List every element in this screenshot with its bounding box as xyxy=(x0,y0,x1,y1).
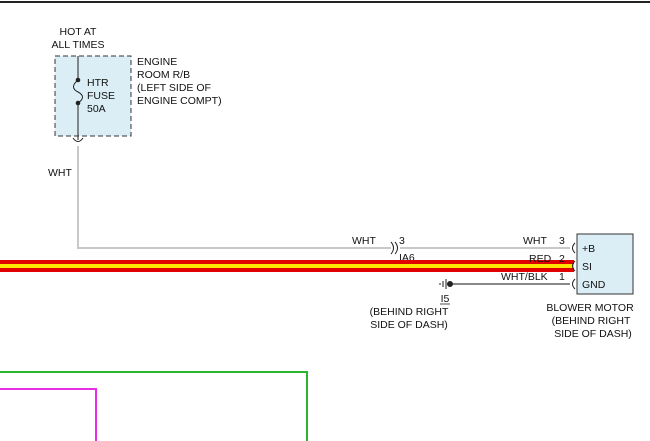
supply-label-line2: ALL TIMES xyxy=(51,39,104,51)
ground-point-id: I5 xyxy=(441,293,450,305)
red-wire-tracer xyxy=(0,264,574,268)
relay-block-location-line1: ENGINE xyxy=(137,56,177,68)
relay-block-location-line3: (LEFT SIDE OF xyxy=(137,82,211,94)
ground-wire-color-label: WHT/BLK xyxy=(501,271,548,283)
ground-junction xyxy=(447,281,453,287)
fuse-rating: 50A xyxy=(87,103,106,115)
fuse-symbol xyxy=(73,79,83,104)
relay-block-location-line4: ENGINE COMPT) xyxy=(137,95,222,107)
blower-motor-name: BLOWER MOTOR xyxy=(546,302,634,314)
connector-pin: 3 xyxy=(399,235,405,247)
magenta-continuation-border xyxy=(0,388,97,441)
green-continuation-border xyxy=(0,371,308,441)
blower-motor-location-line2: SIDE OF DASH) xyxy=(554,328,632,340)
blower-pin-2: 2 xyxy=(559,253,565,265)
connector-ia6-symbol xyxy=(390,241,398,255)
blower-b-wire-color-label: WHT xyxy=(523,235,547,247)
blower-terminal-b: +B xyxy=(582,243,595,255)
fuse-output-connector xyxy=(72,137,84,142)
supply-wire-color-label: WHT xyxy=(48,167,72,179)
blower-terminal-si-connector xyxy=(572,260,576,272)
blower-motor-location-line1: (BEHIND RIGHT xyxy=(552,315,631,327)
ground-location-line1: (BEHIND RIGHT xyxy=(370,306,449,318)
fuse-name-line2: FUSE xyxy=(87,90,115,102)
blower-pin-3: 3 xyxy=(559,235,565,247)
wht-supply-wire xyxy=(77,146,391,249)
blower-terminal-gnd-connector xyxy=(572,278,576,290)
connector-wire-color-label: WHT xyxy=(352,235,376,247)
ground-location-line2: SIDE OF DASH) xyxy=(370,319,448,331)
relay-block-location-line2: ROOM R/B xyxy=(137,69,190,81)
blower-motor-box xyxy=(576,233,634,295)
blower-terminal-gnd: GND xyxy=(582,279,606,291)
fuse-name-line1: HTR xyxy=(87,77,109,89)
red-wire-color-label: RED xyxy=(529,253,552,265)
supply-label-line1: HOT AT xyxy=(60,26,98,38)
blower-pin-1: 1 xyxy=(559,271,565,283)
blower-terminal-b-connector xyxy=(572,242,576,254)
engine-room-relay-block xyxy=(54,55,132,137)
blower-terminal-si: SI xyxy=(582,261,592,273)
